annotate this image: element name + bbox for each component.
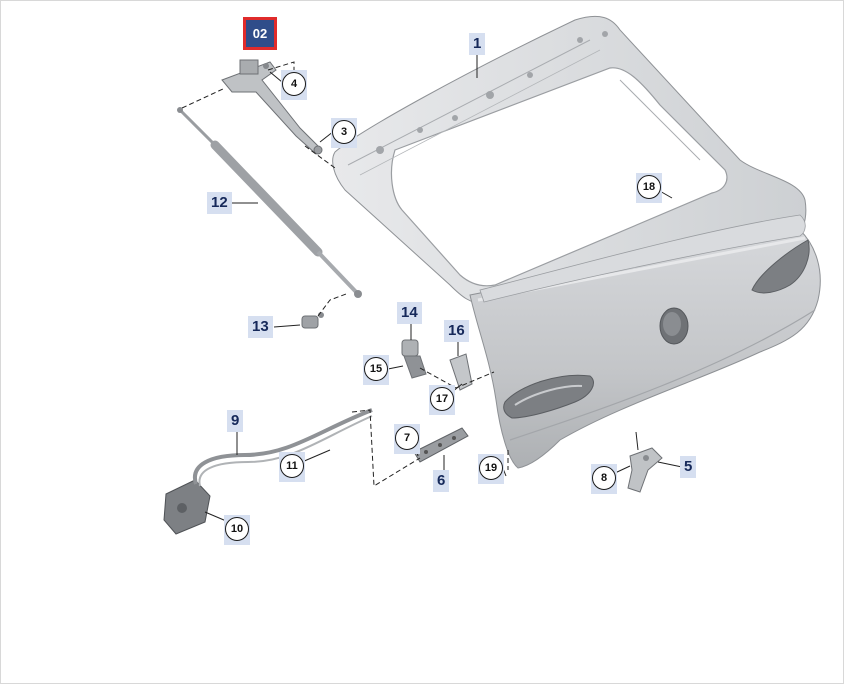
part-circle-8[interactable]: 8 — [592, 466, 616, 490]
part-circle-11[interactable]: 11 — [280, 454, 304, 478]
part-label-12[interactable]: 12 — [207, 192, 232, 214]
part-label-16[interactable]: 16 — [444, 320, 469, 342]
seal-bracket — [413, 427, 469, 463]
tailgate-lower-panel — [469, 214, 821, 469]
part-label-5[interactable]: 5 — [680, 456, 697, 478]
callout-badge[interactable]: 02 — [243, 17, 277, 50]
striker-part — [627, 447, 663, 493]
part-circle-17[interactable]: 17 — [430, 387, 454, 411]
dashed-lines — [181, 61, 509, 487]
part-circle-19[interactable]: 19 — [479, 456, 503, 480]
part-circle-18[interactable]: 18 — [637, 175, 661, 199]
part-circle-4[interactable]: 4 — [282, 72, 306, 96]
cap-part — [449, 353, 473, 391]
part-circle-10[interactable]: 10 — [225, 517, 249, 541]
part-label-6[interactable]: 6 — [433, 470, 450, 492]
hinge-part — [221, 59, 323, 155]
part-label-14[interactable]: 14 — [397, 302, 422, 324]
tailgate-frame — [332, 15, 807, 306]
part-circle-7[interactable]: 7 — [395, 426, 419, 450]
ball-stud — [301, 312, 324, 329]
part-circle-3[interactable]: 3 — [332, 120, 356, 144]
part-label-13[interactable]: 13 — [248, 316, 273, 338]
latch-part — [163, 479, 211, 535]
part-circle-15[interactable]: 15 — [364, 357, 388, 381]
cable-part — [192, 408, 373, 487]
part-label-9[interactable]: 9 — [227, 410, 244, 432]
gas-strut — [177, 107, 362, 298]
buffer-part — [401, 339, 427, 379]
part-label-1[interactable]: 1 — [469, 33, 486, 55]
